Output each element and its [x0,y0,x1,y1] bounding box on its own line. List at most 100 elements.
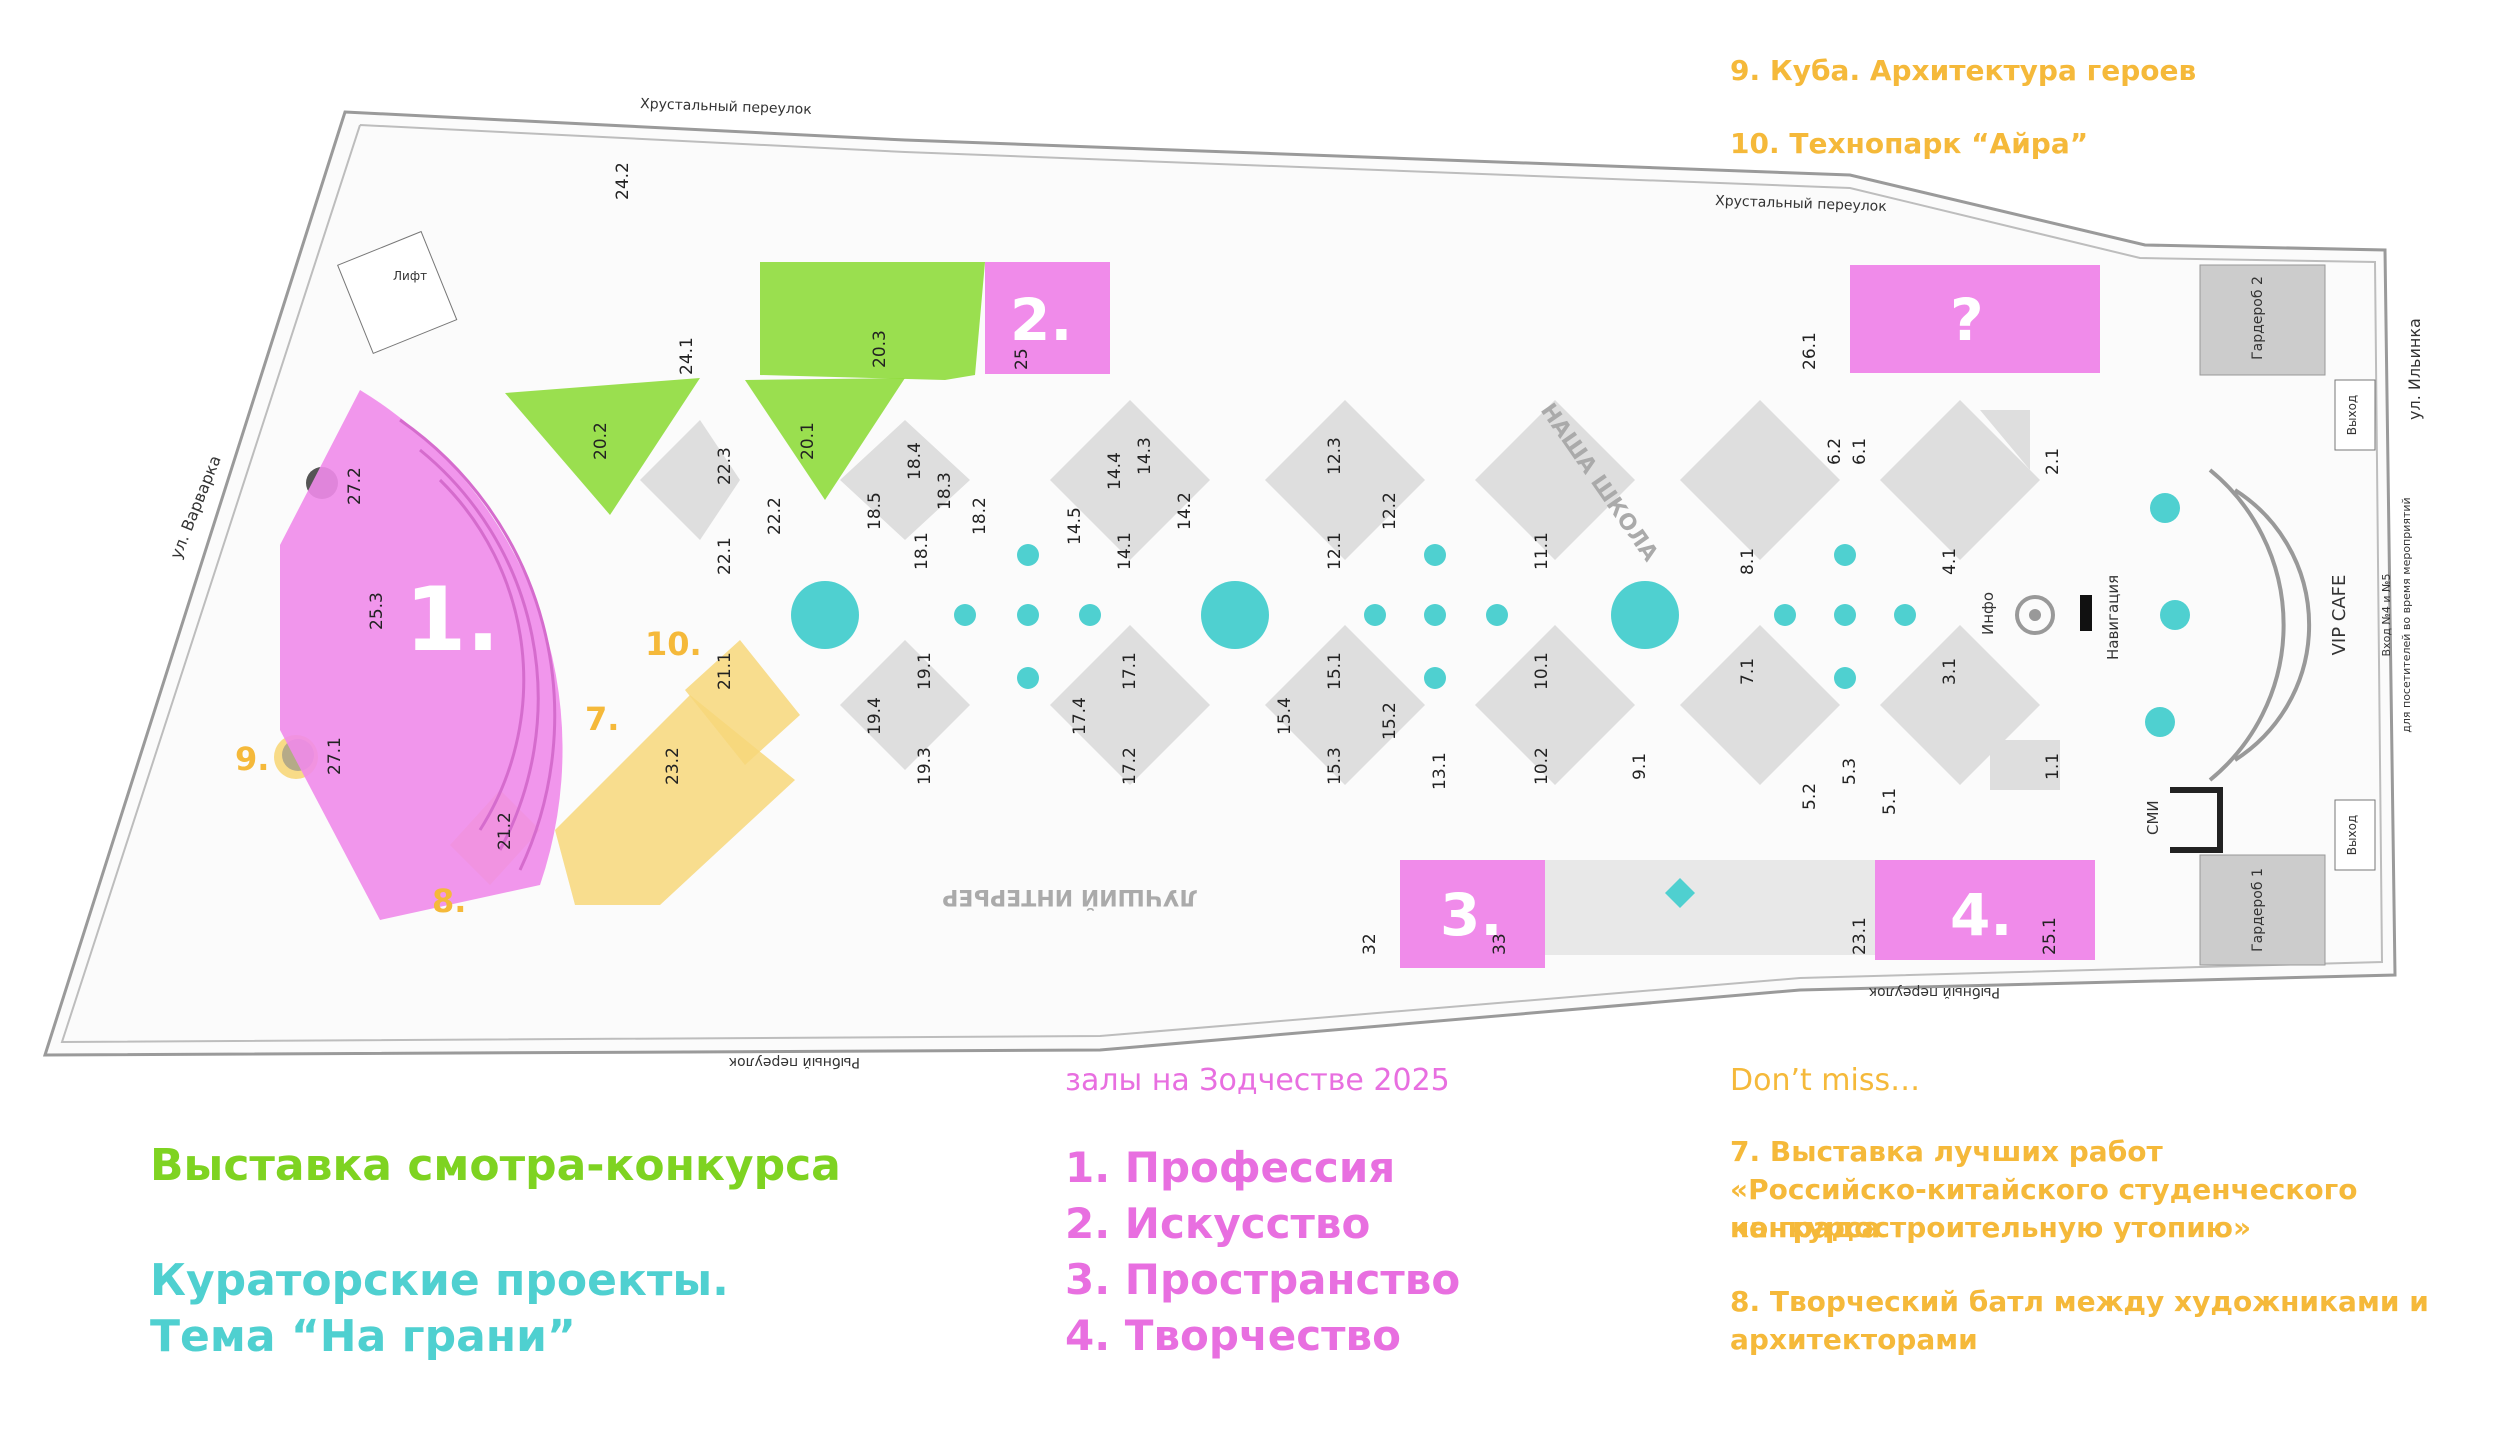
stand-diamonds [640,400,2060,790]
stand-14-4: 14.4 [1105,452,1125,490]
stand-13-1: 13.1 [1430,752,1450,790]
hall-1-area[interactable] [280,390,563,920]
stand-12-1: 12.1 [1325,532,1345,570]
zone-9-number: 9. [235,740,269,778]
hall-4-area[interactable] [1875,860,2095,960]
smi-label: СМИ [2144,800,2162,835]
hall-4-number: 4. [1950,881,2012,949]
stand-5-3: 5.3 [1840,758,1860,785]
entrance-label: Вход №4 и №5 [2380,574,2393,657]
stand-22-1: 22.1 [715,537,735,575]
zone-7-number: 7. [585,700,619,738]
stand-15-1: 15.1 [1325,652,1345,690]
stand-33: 33 [1490,933,1510,955]
navigation-label: Навигация [2104,575,2122,660]
wardrobe-1-block [2199,854,2326,966]
corridor-cyan-diamond [1665,878,1695,908]
stand-labels: 24.2 24.1 20.3 20.2 20.1 25 27.2 25.3 27… [325,162,2063,955]
stand-12-3: 12.3 [1325,437,1345,475]
vip-cafe-label: VIP CAFE [2329,575,2350,656]
stand-12-2: 12.2 [1380,492,1400,530]
stand-1-1: 1.1 [2043,753,2063,780]
stand-7-1: 7.1 [1738,658,1758,685]
stand-18-5: 18.5 [865,492,885,530]
stand-6-1: 6.1 [1850,438,1870,465]
vip-cafe-arcs [2208,468,2312,782]
stand-10-1: 10.1 [1532,652,1552,690]
legend-halls-heading: залы на Зодчестве 2025 [1065,1063,1450,1098]
zone-8-number: 8. [432,882,466,920]
legend-item-9: 9. Куба. Архитектура героев [1730,54,2197,87]
hall-3-area[interactable] [1400,860,1545,968]
stand-14-1: 14.1 [1115,532,1135,570]
wardrobe-2-block [2199,264,2326,376]
hall-2-area[interactable] [985,262,1110,374]
stand-20-3: 20.3 [870,330,890,368]
stand-24-1: 24.1 [677,337,697,375]
legend-item-8-line-1: 8. Творческий батл между художниками и [1730,1285,2429,1318]
stand-21-1: 21.1 [715,652,735,690]
stand-24-2: 24.2 [613,162,633,200]
stand-23-2: 23.2 [663,747,683,785]
stand-17-4: 17.4 [1070,697,1090,735]
stand-11-1: 11.1 [1532,532,1552,570]
green-zone-left[interactable] [505,378,700,515]
info-icon-dot [2029,609,2041,621]
stand-9-1: 9.1 [1630,753,1650,780]
exit-top-label: Выход [2345,395,2359,435]
exit-top-box [2334,379,2376,451]
stand-19-4: 19.4 [865,697,885,735]
stand-17-1: 17.1 [1120,652,1140,690]
legend-item-7-line-2: «Российско-китайского студенческого конк… [1730,1173,2358,1244]
stand-25-3: 25.3 [367,592,387,630]
legend-item-7-line-1: 7. Выставка лучших работ [1730,1135,2163,1168]
stand-21-2: 21.2 [495,812,515,850]
floor-plan-map: Хрустальный переулок Хрустальный переуло… [42,96,2424,1070]
exit-bottom-label: Выход [2345,815,2359,855]
legend-hall-2: 2. Искусство [1065,1199,1371,1248]
green-zone-top[interactable] [760,262,985,380]
info-icon[interactable] [2015,595,2055,635]
legend-hall-4: 4. Творчество [1065,1311,1401,1360]
stand-20-2: 20.2 [591,422,611,460]
stand-15-4: 15.4 [1275,697,1295,735]
stand-6-2: 6.2 [1825,438,1845,465]
street-bottom-right: Рыбный переулок [1869,984,2000,1000]
stand-19-3: 19.3 [915,747,935,785]
stand-22-2: 22.2 [765,497,785,535]
street-top-right: Хрустальный переулок [1715,193,1887,215]
hall-q-number: ? [1950,286,1984,354]
entrance-note: для посетителей во время мероприятий [2400,497,2413,732]
interior-label: ЛУЧШИЙ ИНТЕРЬЕР [942,884,1198,910]
stand-3-1: 3.1 [1940,658,1960,685]
smi-marker [2170,787,2223,853]
dotted-corridor [1545,860,1875,955]
zone-10-number: 10. [645,625,702,663]
stand-26-1: 26.1 [1800,332,1820,370]
stand-22-3: 22.3 [715,447,735,485]
stand-18-3: 18.3 [935,472,955,510]
navigation-marker [2080,595,2092,631]
stand-25-1: 25.1 [2040,917,2060,955]
lift-block [337,230,458,355]
info-label: Инфо [1979,592,1997,635]
wardrobe-1-label: Гардероб 1 [2250,868,2266,952]
stand-17-2: 17.2 [1120,747,1140,785]
hall-q-area[interactable] [1850,265,2100,373]
stand-2-1: 2.1 [2043,448,2063,475]
legend-item-7-line-3: на градостроительную утопию» [1730,1211,2252,1244]
stand-14-3: 14.3 [1135,437,1155,475]
legend-hall-3: 3. Пространство [1065,1255,1461,1304]
street-top-left: Хрустальный переулок [640,96,812,118]
stand-18-1: 18.1 [912,532,932,570]
stand-10-2: 10.2 [1532,747,1552,785]
curated-circles [791,493,2190,737]
legend-hall-1: 1. Профессия [1065,1143,1396,1192]
stand-20-1: 20.1 [798,422,818,460]
hall-1-number: 1. [405,568,500,671]
legend-item-8-line-2: архитекторами [1730,1323,1978,1356]
green-zone-right[interactable] [745,378,905,500]
stand-32: 32 [1360,933,1380,955]
stand-14-2: 14.2 [1175,492,1195,530]
stand-27-2: 27.2 [345,467,365,505]
